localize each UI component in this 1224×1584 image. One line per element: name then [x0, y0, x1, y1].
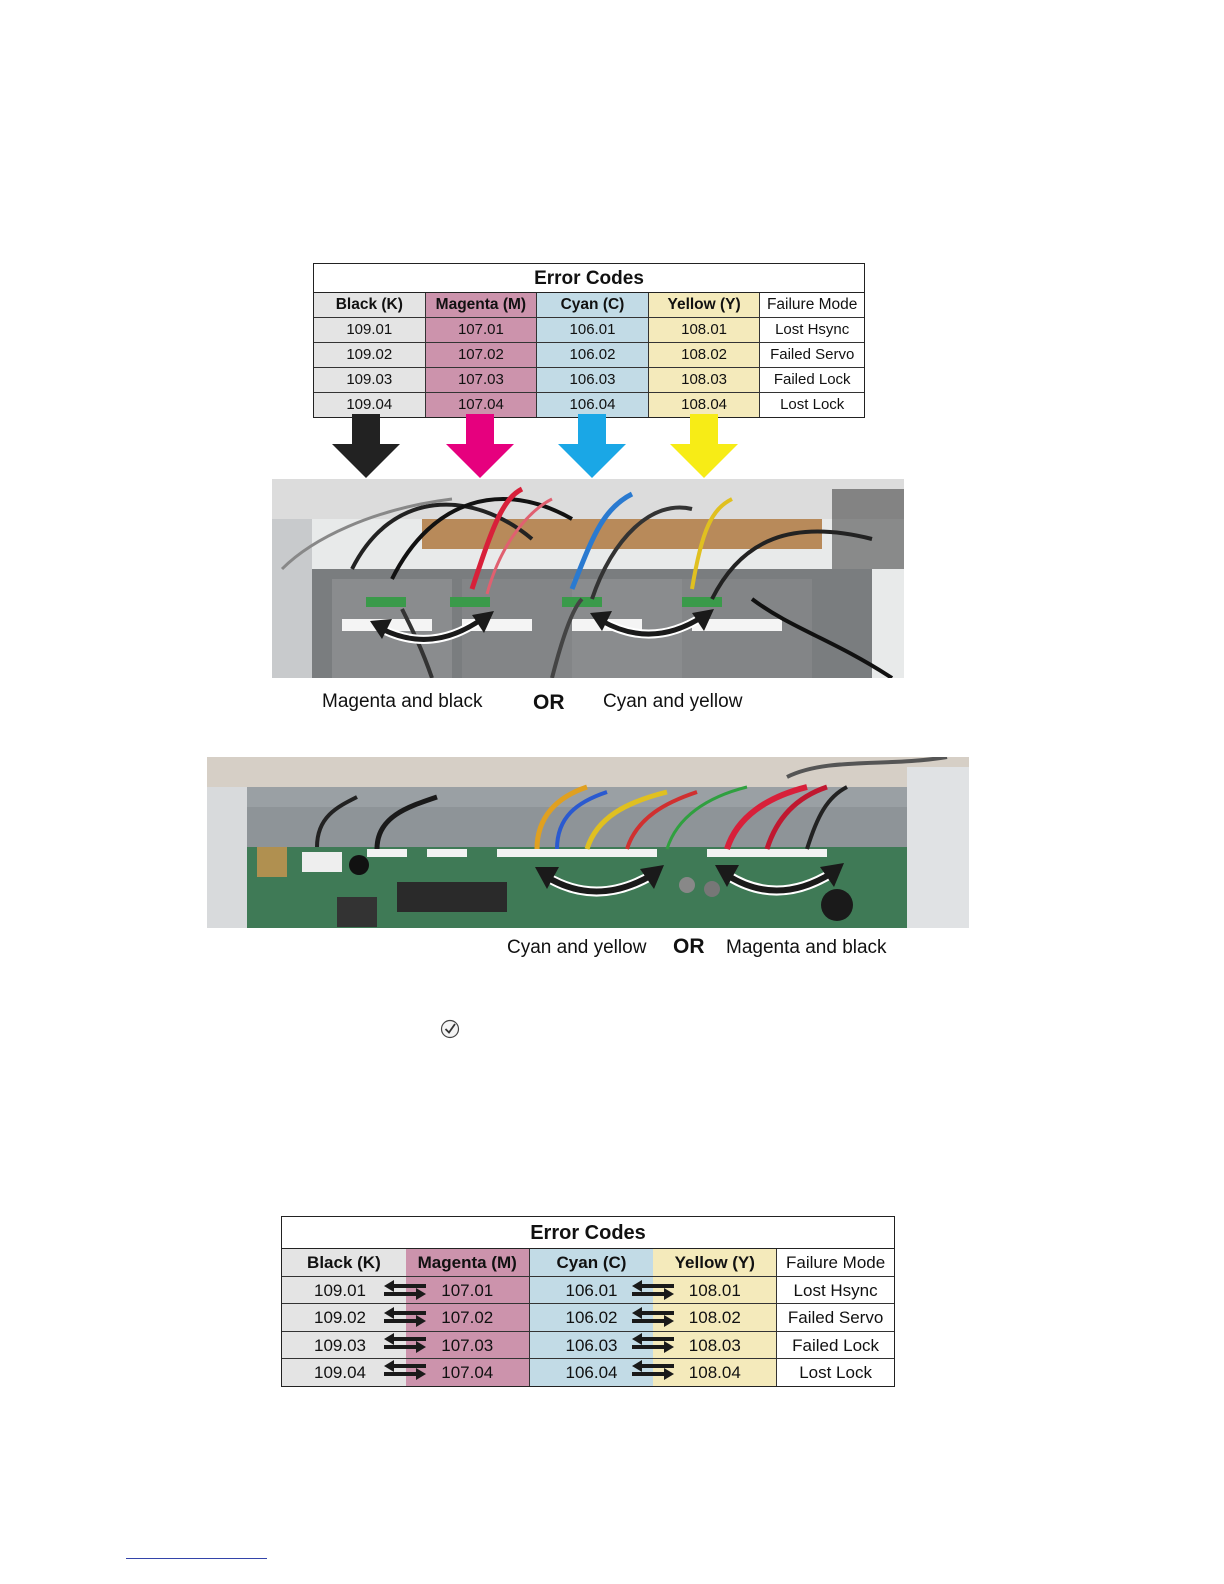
swap-arrow-icon [384, 1360, 426, 1380]
yellow-arrow-icon [670, 414, 738, 478]
magenta-arrow-icon [446, 414, 514, 478]
swap-arrow-icon [384, 1333, 426, 1353]
cell-magenta: 107.02 [405, 1304, 530, 1331]
table-title: Error Codes [282, 1217, 894, 1249]
header-black: Black (K) [314, 293, 426, 317]
table-header-row: Black (K) Magenta (M) Cyan (C) Yellow (Y… [282, 1249, 894, 1277]
cell-black: 109.04 [314, 393, 426, 417]
cell-magenta: 107.04 [425, 393, 538, 417]
table-row: 109.04 107.04 106.04 108.04 Lost Lock [282, 1359, 894, 1386]
cell-yellow: 108.01 [648, 318, 761, 342]
footnote-divider [126, 1558, 267, 1559]
cell-cyan: 106.03 [529, 1331, 654, 1358]
header-cyan: Cyan (C) [537, 293, 649, 317]
cell-yellow: 108.02 [648, 343, 761, 367]
cell-yellow: 108.04 [648, 393, 761, 417]
color-arrows [332, 414, 738, 478]
header-cyan: Cyan (C) [529, 1249, 654, 1276]
table-header-row: Black (K) Magenta (M) Cyan (C) Yellow (Y… [314, 293, 864, 318]
table-row: 109.03 107.03 106.03 108.03 Failed Lock [282, 1331, 894, 1359]
cell-black: 109.01 [282, 1276, 406, 1303]
swap-arrow-icon [632, 1333, 674, 1353]
printhead-cables-photo [272, 479, 904, 678]
photo1-caption-or: OR [533, 691, 565, 714]
cell-failure-mode: Failed Servo [760, 343, 864, 367]
cyan-arrow-icon [558, 414, 626, 478]
swap-arrow-icon [384, 1307, 426, 1327]
header-yellow: Yellow (Y) [648, 293, 761, 317]
cell-failure-mode: Failed Lock [760, 368, 864, 392]
cell-black: 109.02 [282, 1304, 406, 1331]
cell-yellow: 108.03 [648, 368, 761, 392]
swap-arrow-icon [384, 1280, 426, 1300]
cell-cyan: 106.01 [529, 1276, 654, 1303]
swap-arrow-icon [632, 1280, 674, 1300]
cell-yellow: 108.01 [653, 1276, 778, 1303]
cell-cyan: 106.01 [537, 318, 649, 342]
cell-failure-mode: Lost Hsync [760, 318, 864, 342]
cell-magenta: 107.03 [425, 368, 538, 392]
swap-arrow-icon [632, 1360, 674, 1380]
photo2-caption-or: OR [673, 935, 705, 958]
header-magenta: Magenta (M) [425, 293, 538, 317]
cell-yellow: 108.02 [653, 1304, 778, 1331]
photo1-caption-left: Magenta and black [322, 691, 483, 712]
table-row: 109.04 107.04 106.04 108.04 Lost Lock [314, 393, 864, 417]
cell-failure-mode: Failed Lock [777, 1331, 894, 1358]
header-magenta: Magenta (M) [405, 1249, 530, 1276]
cell-magenta: 107.01 [425, 318, 538, 342]
table-row: 109.03 107.03 106.03 108.03 Failed Lock [314, 368, 864, 393]
error-codes-table-2: Error Codes Black (K) Magenta (M) Cyan (… [281, 1216, 895, 1387]
cell-magenta: 107.04 [405, 1359, 530, 1386]
swap-arrow-icon [632, 1307, 674, 1327]
error-codes-table-1: Error Codes Black (K) Magenta (M) Cyan (… [313, 263, 865, 418]
table-title: Error Codes [314, 264, 864, 293]
black-magenta-swap-arrows [384, 1280, 426, 1380]
table-row: 109.01 107.01 106.01 108.01 Lost Hsync [314, 318, 864, 343]
check-icon [440, 1019, 460, 1039]
cell-cyan: 106.03 [537, 368, 649, 392]
black-arrow-icon [332, 414, 400, 478]
cell-failure-mode: Lost Lock [777, 1359, 894, 1386]
cell-black: 109.02 [314, 343, 426, 367]
cell-yellow: 108.04 [653, 1359, 778, 1386]
cell-black: 109.03 [314, 368, 426, 392]
cell-cyan: 106.02 [537, 343, 649, 367]
cell-failure-mode: Lost Lock [760, 393, 864, 417]
header-yellow: Yellow (Y) [653, 1249, 778, 1276]
cell-black: 109.01 [314, 318, 426, 342]
cell-failure-mode: Lost Hsync [777, 1276, 894, 1303]
cyan-yellow-swap-arrows [632, 1280, 674, 1380]
photo2-caption-left: Cyan and yellow [507, 937, 647, 958]
cell-black: 109.03 [282, 1331, 406, 1358]
cell-cyan: 106.02 [529, 1304, 654, 1331]
cell-yellow: 108.03 [653, 1331, 778, 1358]
photo1-caption-right: Cyan and yellow [603, 691, 743, 712]
header-failure-mode: Failure Mode [777, 1249, 894, 1276]
controller-board-photo [207, 757, 969, 928]
cell-magenta: 107.02 [425, 343, 538, 367]
header-black: Black (K) [282, 1249, 406, 1276]
table-row: 109.02 107.02 106.02 108.02 Failed Servo [314, 343, 864, 368]
cell-magenta: 107.01 [405, 1276, 530, 1303]
header-failure-mode: Failure Mode [760, 293, 864, 317]
cell-cyan: 106.04 [537, 393, 649, 417]
cell-failure-mode: Failed Servo [777, 1304, 894, 1331]
table-row: 109.01 107.01 106.01 108.01 Lost Hsync [282, 1276, 894, 1304]
cell-magenta: 107.03 [405, 1331, 530, 1358]
photo2-caption-right: Magenta and black [726, 937, 887, 958]
table-row: 109.02 107.02 106.02 108.02 Failed Servo [282, 1304, 894, 1332]
